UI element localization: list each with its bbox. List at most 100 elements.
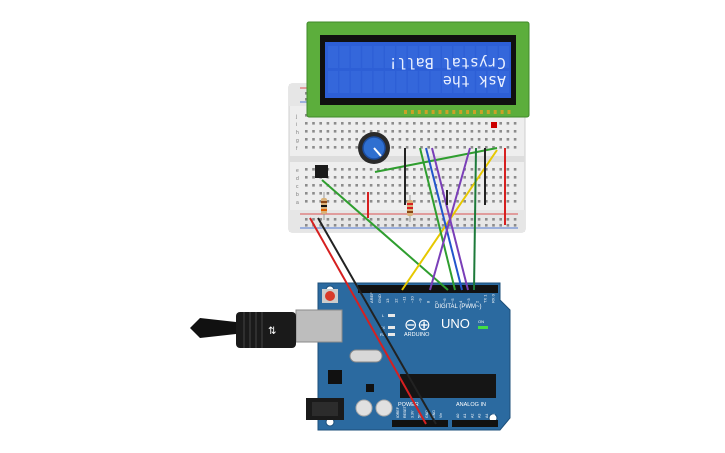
breadboard-hole <box>485 138 488 141</box>
breadboard-hole <box>470 138 474 141</box>
lcd-character-cell <box>464 71 475 93</box>
breadboard-hole <box>470 130 474 133</box>
breadboard-hole <box>398 218 402 221</box>
breadboard-hole <box>348 138 351 141</box>
usb-port <box>295 309 343 343</box>
breadboard-hole <box>477 138 481 141</box>
breadboard-hole <box>413 146 416 149</box>
breadboard-hole <box>485 122 488 125</box>
power-pin-label: GND <box>432 410 436 418</box>
breadboard-hole <box>477 184 481 187</box>
breadboard-hole <box>499 184 502 187</box>
breadboard-hole <box>319 224 322 227</box>
power-pin-label: RESET <box>403 405 407 418</box>
breadboard-hole <box>312 130 315 133</box>
resistor-1 <box>321 192 327 220</box>
breadboard-hole <box>333 176 337 179</box>
breadboard-hole <box>355 176 358 179</box>
breadboard-hole <box>420 224 423 227</box>
breadboard-hole <box>456 130 459 133</box>
breadboard-hole <box>405 200 409 203</box>
breadboard-hole <box>413 200 416 203</box>
breadboard-hole <box>441 184 445 187</box>
breadboard-hole <box>362 224 366 227</box>
capacitor-1 <box>355 399 373 417</box>
breadboard-row-labels: j i h g f e d c b a <box>295 114 299 206</box>
row-letter-d: d <box>296 176 299 182</box>
breadboard-hole <box>405 130 409 133</box>
lcd-character-cell <box>328 46 338 68</box>
breadboard-hole <box>377 224 380 227</box>
breadboard-hole <box>434 200 438 203</box>
potentiometer[interactable] <box>358 132 390 164</box>
breadboard-hole <box>405 192 409 195</box>
breadboard-hole <box>391 224 394 227</box>
breadboard-hole <box>391 192 394 195</box>
breadboard-hole <box>305 200 308 203</box>
lcd-module: Ask the Crystal Ball! <box>306 21 530 128</box>
breadboard-hole <box>319 146 322 149</box>
breadboard-hole <box>341 130 344 133</box>
breadboard-hole <box>312 176 315 179</box>
breadboard-hole <box>470 200 474 203</box>
breadboard-hole <box>348 224 351 227</box>
breadboard-hole <box>305 176 308 179</box>
breadboard-hole <box>369 200 373 203</box>
breadboard-hole <box>456 122 459 125</box>
breadboard-hole <box>427 192 430 195</box>
breadboard-hole <box>441 176 445 179</box>
breadboard-hole <box>441 168 445 171</box>
breadboard-hole <box>456 218 459 221</box>
breadboard-hole <box>492 192 495 195</box>
breadboard-hole <box>513 168 517 171</box>
breadboard-hole <box>348 176 351 179</box>
breadboard-hole <box>319 122 322 125</box>
breadboard-hole <box>456 176 459 179</box>
breadboard-hole <box>305 224 308 227</box>
atmega-chip <box>400 374 496 398</box>
power-header <box>392 420 448 427</box>
reset-button-cap[interactable] <box>325 291 335 301</box>
breadboard-hole <box>305 146 308 149</box>
breadboard-hole <box>355 200 358 203</box>
breadboard-hole <box>369 176 373 179</box>
breadboard-hole <box>499 130 502 133</box>
digital-pin-label: TX 1 <box>482 294 487 303</box>
digital-pin-label: ~6 <box>442 298 447 303</box>
capacitor-2 <box>375 399 393 417</box>
breadboard-hole <box>513 224 517 227</box>
lcd-character-cell <box>487 71 498 93</box>
breadboard-hole <box>513 218 517 221</box>
breadboard-hole <box>348 192 351 195</box>
breadboard-hole <box>398 200 402 203</box>
lcd-character-cell <box>385 46 395 68</box>
breadboard-hole <box>362 168 366 171</box>
breadboard-hole <box>449 138 452 141</box>
breadboard-hole <box>499 138 502 141</box>
breadboard-hole <box>391 138 394 141</box>
led-label-tx: TX <box>380 325 385 330</box>
usb-icon: ⇅ <box>268 326 276 337</box>
breadboard-hole <box>405 122 409 125</box>
row-letter-e: e <box>296 168 299 174</box>
lcd-pin <box>466 110 470 114</box>
breadboard-hole <box>405 176 409 179</box>
breadboard-hole <box>398 146 402 149</box>
lcd-character-cell <box>499 71 509 93</box>
lcd-pin <box>500 110 504 114</box>
breadboard-hole <box>506 176 510 179</box>
breadboard-hole <box>348 200 351 203</box>
breadboard-hole <box>384 192 387 195</box>
breadboard-hole <box>427 168 430 171</box>
wire-purple-en <box>429 147 471 291</box>
lcd-pin <box>486 110 490 114</box>
lcd-pin <box>452 110 456 114</box>
breadboard-hole <box>449 184 452 187</box>
breadboard-hole <box>405 184 409 187</box>
lcd-character-cell <box>487 46 498 68</box>
lcd-line-2: Crystal Ball! <box>389 54 506 72</box>
breadboard-hole <box>319 192 322 195</box>
row-letter-f: f <box>296 146 298 152</box>
breadboard-hole <box>506 122 510 125</box>
analog-pin-label: A4 <box>485 414 489 418</box>
